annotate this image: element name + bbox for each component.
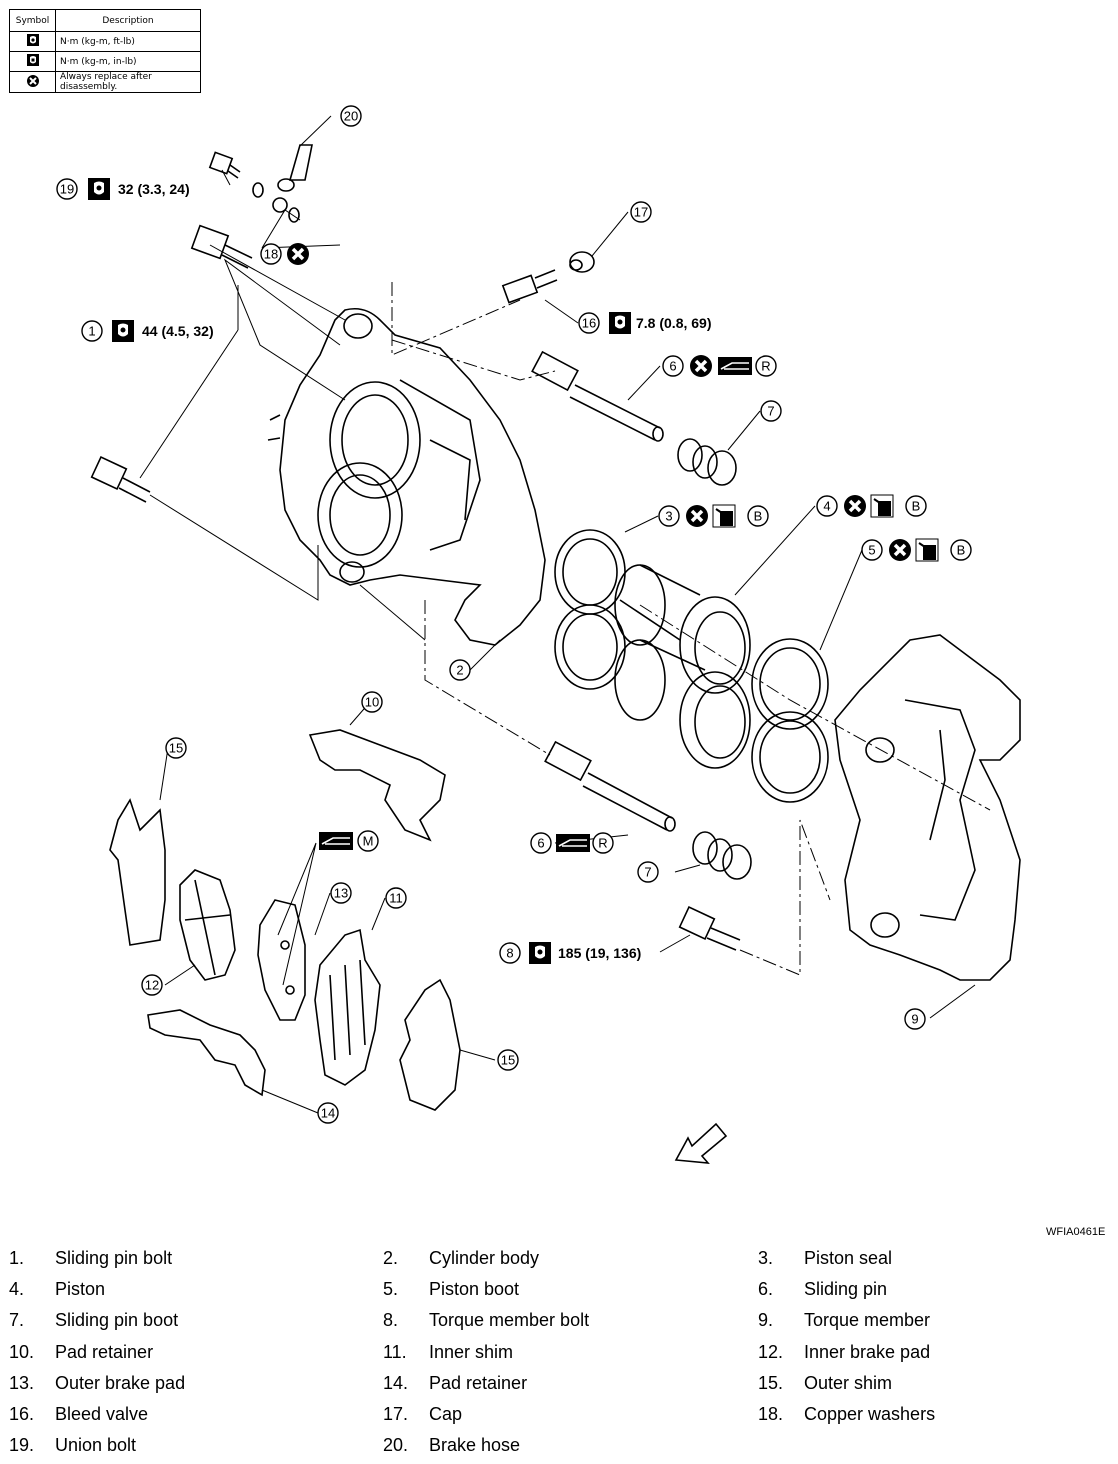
legend-torque-inlb-symbol xyxy=(9,51,56,72)
callout-19-torque-spec: 32 (3.3, 24) xyxy=(118,181,190,197)
b-mark-label: B xyxy=(754,509,763,524)
callout-5-label: 5 xyxy=(868,543,875,558)
callout-6-bottom-r-mark-circle xyxy=(592,832,614,854)
replace-x-icon xyxy=(887,537,913,563)
torque-wrench-icon xyxy=(26,34,39,46)
torque-member-shape xyxy=(834,634,1021,981)
leader-lines xyxy=(139,115,991,1114)
callout-3-circle xyxy=(658,505,680,527)
callout-15-top-circle xyxy=(165,737,187,759)
grease-icon xyxy=(915,538,939,562)
b-mark-label-3: B xyxy=(957,543,966,558)
torque-wrench-icon xyxy=(112,320,134,342)
callout-8-circle xyxy=(499,942,521,964)
callout-19-label: 19 xyxy=(60,182,74,197)
callout-18-label: 18 xyxy=(264,247,278,262)
callout-20-label: 20 xyxy=(344,109,358,124)
callout-9-circle xyxy=(904,1008,926,1030)
callout-6-bottom-circle xyxy=(530,832,552,854)
callout-7-top-circle xyxy=(760,400,782,422)
callout-8-label: 8 xyxy=(506,946,513,961)
r-mark-label: R xyxy=(761,359,770,374)
callout-13-circle xyxy=(330,882,352,904)
replace-x-icon xyxy=(684,503,710,529)
callout-20-circle xyxy=(340,105,362,127)
callout-9-label: 9 xyxy=(911,1012,918,1027)
callout-5-b-mark-circle xyxy=(950,539,972,561)
callout-7-top-label: 7 xyxy=(767,404,774,419)
replace-x-icon xyxy=(842,493,868,519)
grease-icon xyxy=(870,494,894,518)
replace-x-icon xyxy=(26,74,39,87)
callout-6-top-circle xyxy=(662,355,684,377)
front-direction-arrow xyxy=(674,1122,728,1164)
callout-6-top-label: 6 xyxy=(669,359,676,374)
callout-11-circle xyxy=(385,887,407,909)
replace-x-icon xyxy=(285,241,311,267)
callout-16-torque-spec: 7.8 (0.8, 69) xyxy=(636,315,712,331)
piston-boot-shapes xyxy=(751,638,829,803)
callout-1-circle xyxy=(81,320,103,342)
callout-6-bottom-label: 6 xyxy=(537,836,544,851)
legend-torque-ftlb-symbol xyxy=(9,31,56,52)
callout-2-label: 2 xyxy=(456,663,463,678)
symbol-legend-table: Symbol Description N·m (kg-m, ft-lb) N·m… xyxy=(9,9,201,93)
replace-x-icon xyxy=(688,353,714,379)
sliding-pin-lube-icon xyxy=(318,831,354,851)
torque-wrench-icon xyxy=(609,312,631,334)
pad-retainer-shapes xyxy=(147,729,446,1097)
callout-16-circle xyxy=(578,312,600,334)
callout-17-circle xyxy=(630,201,652,223)
legend-replace-symbol xyxy=(9,71,56,93)
callout-4-label: 4 xyxy=(823,499,830,514)
piston-shapes xyxy=(614,564,751,769)
b-mark-label-2: B xyxy=(912,499,921,514)
callout-10-circle xyxy=(361,691,383,713)
callout-14-circle xyxy=(317,1102,339,1124)
callout-12-label: 12 xyxy=(145,978,159,993)
piston-seal-shapes xyxy=(554,529,626,690)
fastener-shapes xyxy=(90,144,741,951)
brake-caliper-exploded-diagram: 1 2 3 4 5 6 6 7 7 8 9 10 11 12 13 14 15 … xyxy=(56,105,1021,1164)
sliding-pin-lube-icon xyxy=(555,833,591,853)
callout-6-top-r-mark-circle xyxy=(755,355,777,377)
callout-18-circle xyxy=(260,243,282,265)
sliding-pin-lube-icon xyxy=(717,356,753,376)
callout-15-bottom-label: 15 xyxy=(501,1053,515,1068)
callout-3-b-mark-circle xyxy=(747,505,769,527)
callout-17-label: 17 xyxy=(634,205,648,220)
callout-1-label: 1 xyxy=(88,324,95,339)
brake-pad-shapes xyxy=(179,869,306,1021)
callout-4-circle xyxy=(816,495,838,517)
callout-m-mark-circle xyxy=(357,830,379,852)
callout-4-b-mark-circle xyxy=(905,495,927,517)
callout-19-circle xyxy=(56,178,78,200)
cylinder-body-shape xyxy=(267,307,546,646)
callout-8-torque-spec: 185 (19, 136) xyxy=(558,945,641,961)
callout-2-circle xyxy=(449,659,471,681)
callout-16-label: 16 xyxy=(582,316,596,331)
grease-icon xyxy=(712,504,736,528)
callout-12-circle xyxy=(141,974,163,996)
callout-1-torque-spec: 44 (4.5, 32) xyxy=(142,323,214,339)
callout-10-label: 10 xyxy=(365,695,379,710)
callout-7-bottom-label: 7 xyxy=(644,865,651,880)
callout-7-bottom-circle xyxy=(637,861,659,883)
figure-id: WFIA0461E xyxy=(1046,1226,1106,1238)
callout-14-label: 14 xyxy=(321,1106,335,1121)
r-mark-label-2: R xyxy=(598,836,607,851)
callout-11-label: 11 xyxy=(389,891,403,906)
callout-3-label: 3 xyxy=(665,509,672,524)
m-mark-label: M xyxy=(363,834,374,849)
sliding-pin-shapes xyxy=(531,350,752,880)
torque-wrench-small-icon xyxy=(26,54,39,66)
callout-15-bottom-circle xyxy=(497,1049,519,1071)
torque-wrench-icon xyxy=(529,942,551,964)
callout-13-label: 13 xyxy=(334,886,348,901)
callout-15-top-label: 15 xyxy=(169,741,183,756)
legend-replace-text: Always replace after disassembly. xyxy=(55,71,201,93)
callout-5-circle xyxy=(861,539,883,561)
torque-wrench-icon xyxy=(88,178,110,200)
shim-shapes xyxy=(109,798,461,1111)
